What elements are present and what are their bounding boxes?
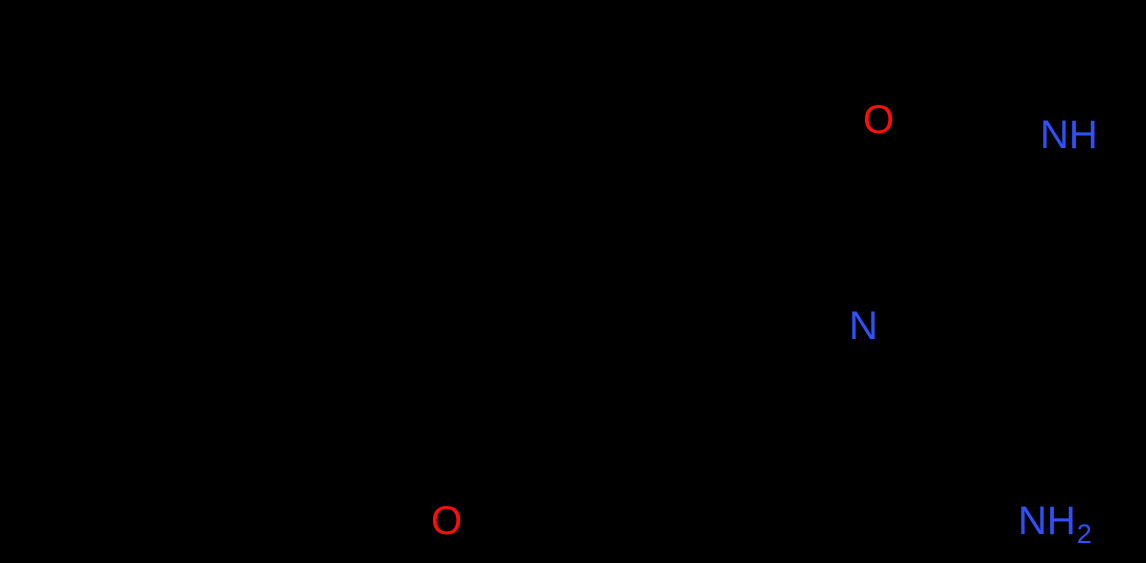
atom-symbol: NH [1040,113,1098,157]
atom-label-nitrogen-ring: N [849,306,878,346]
atom-subscript: 2 [1076,519,1092,549]
atom-label-nh-amide: NH [1040,115,1098,155]
atom-symbol: N [849,304,878,348]
atom-label-oxygen-ether: O [431,501,462,541]
atom-label-oxygen-carbonyl: O [863,100,894,140]
atom-label-amine: NH2 [1018,499,1092,549]
atom-symbol: NH [1018,499,1076,543]
atom-symbol: O [431,499,463,543]
atom-symbol: O [863,98,895,142]
